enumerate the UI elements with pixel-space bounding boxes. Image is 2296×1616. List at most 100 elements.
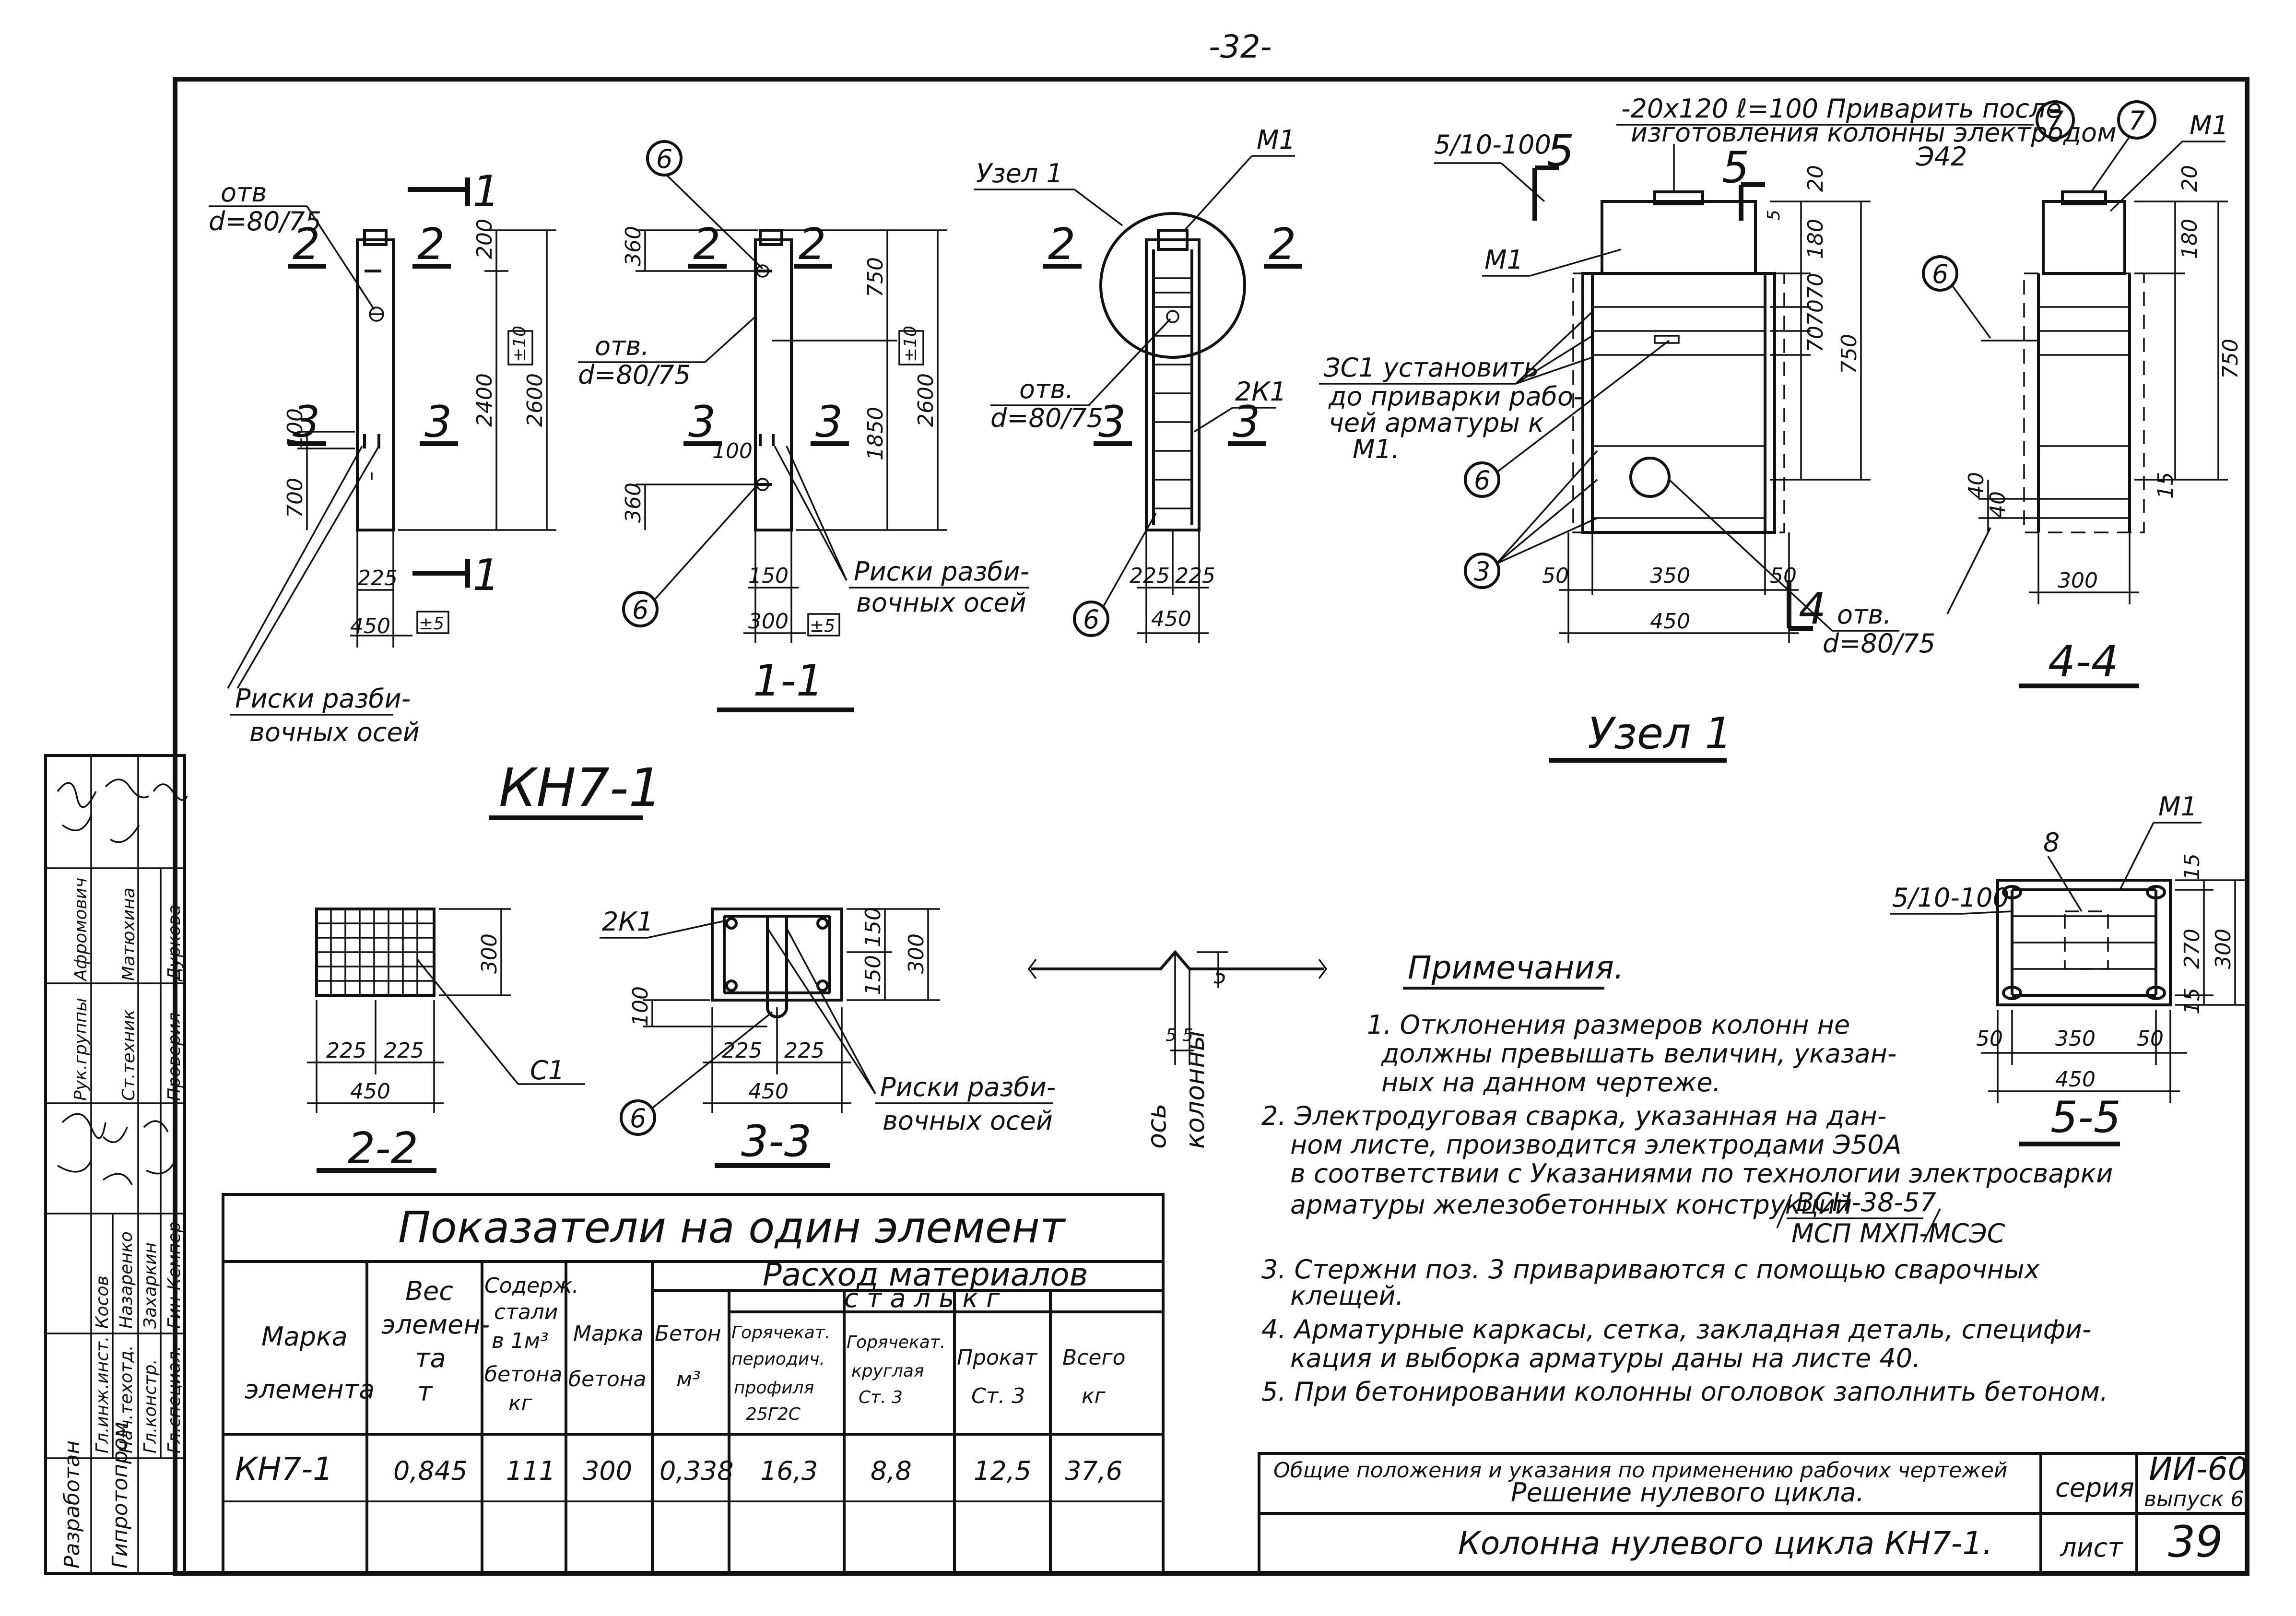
position-number: 6 [1474,465,1490,495]
dim: 700 [283,478,307,518]
side-dev: Разработан [60,1440,84,1569]
table-header: Ст. 3 [971,1384,1025,1408]
table-header: Бетон [655,1321,721,1346]
dim: 5 [1213,964,1227,989]
dim: 50 [2137,1026,2164,1051]
table-header: в 1м³ [492,1329,549,1353]
note-line: 5. При бетонировании колонны оголовок за… [1261,1377,2108,1407]
dim: 350 [2055,1026,2096,1051]
m1-label: М1 [2158,791,2197,822]
dim: 20 [1803,165,1828,192]
dim: 450 [350,614,390,638]
dim: 350 [1650,564,1690,588]
hole-dia: d=80/75 [1823,628,1935,659]
table-cell: 0,338 [659,1456,734,1486]
table-header: Ст. 3 [859,1388,903,1407]
section-mark: 3 [424,397,452,447]
m1-label: М1 [2190,110,2228,141]
axis-label: ось [1142,1103,1172,1149]
view-title-2-2: 2-2 [348,1123,418,1174]
stamp-sheet-label: лист [2060,1533,2123,1563]
table-header: кг [508,1391,533,1415]
position-callout-6 [1464,461,1500,498]
dim: 750 [863,257,888,297]
table-header: Прокат [957,1345,1037,1370]
note-line: кация и выборка арматуры даны на листе 4… [1290,1343,1920,1373]
note-line: 3. Стержни поз. 3 привариваются с помощь… [1261,1254,2040,1285]
side-role: Гл.специал. [165,1346,184,1453]
section-mark: 3 [1098,397,1126,447]
hole-dia: d=80/75 [990,403,1103,433]
side-name: Матюхина [119,887,139,981]
section-mark: 2 [693,219,720,270]
table-header: Расход материалов [763,1256,1088,1293]
s1-note: до приварки рабо- [1328,381,1582,412]
stamp-series-value: ИИ-60 [2149,1451,2248,1487]
section-mark: 2 [1048,219,1075,270]
table-cell: 300 [583,1456,632,1486]
side-role: Ст.техник [119,1009,139,1101]
axis-label: колонны [1180,1031,1210,1149]
position-number: 6 [632,595,648,625]
note-line: 2. Электродуговая сварка, указанная на д… [1261,1101,1886,1131]
dim: 150 [748,564,789,588]
hole-dia: d=80/75 [578,360,691,390]
dim: 450 [350,1079,390,1104]
table-header: кг [1082,1384,1106,1408]
section-mark: 1 [472,550,500,601]
table-header: м³ [676,1367,701,1392]
dim: 50 [1542,564,1569,588]
view-title-main: КН7-1 [499,757,662,818]
dim: 300 [748,609,789,634]
plate-note: -20х120 ℓ=100 Приварить после [1621,94,2062,124]
node-label: Узел 1 [976,158,1063,189]
dim: 300 [2211,929,2236,969]
hole-label: отв [221,177,267,208]
table-header: т [417,1377,433,1407]
dim: 750 [1837,334,1861,374]
dim: 225 [1175,564,1215,588]
dim: 450 [1650,609,1690,634]
s1-note: ЗС1 установить [1324,353,1539,383]
table-header: Всего [1062,1345,1125,1370]
dim: 450 [748,1079,789,1104]
section-mark: 1 [472,166,500,217]
dim: 2600 [914,373,938,427]
dim: 750 [2218,339,2243,379]
position-number: 6 [656,144,672,174]
dim: 15 [2154,472,2178,499]
dim: 225 [784,1038,824,1063]
m1-label: М1 [1257,125,1295,155]
side-org: Гипротопром [108,1422,132,1569]
position-number: 3 [1474,556,1490,587]
stamp-title: Колонна нулевого цикла КН7-1. [1458,1525,1992,1562]
dim: 70 [1803,326,1828,353]
section-mark: 5 [1547,126,1574,176]
stamp-issue: выпуск 6 [2144,1487,2244,1511]
marks-label: вочных осей [883,1106,1053,1136]
table-header: элемен- [381,1309,490,1340]
table-header: периодич. [731,1349,825,1369]
note-line: МСП МХП-МСЭС [1791,1218,2005,1249]
dim: 300 [477,933,502,974]
marks-label: вочных осей [249,717,420,747]
stamp-general: Решение нулевого цикла. [1511,1477,1864,1508]
table-header: Вес [405,1276,453,1306]
dim: 15 [2180,853,2204,880]
section-mark: 2 [417,219,445,270]
position-callout-6 [622,591,659,627]
section-mark: 3 [293,397,320,447]
title-block: Общие положения и указания по применению… [1258,1451,2249,1575]
side-name: Назаренко [117,1231,136,1329]
position-number: 6 [1083,604,1099,635]
dim: 225 [384,1038,424,1063]
side-role: Нач.техотд. [117,1345,136,1453]
dim: ±5 [810,616,835,636]
view-section-5-5: 5/10-100 8 М1 15 270 300 15 50 350 50 45… [1890,791,2245,1146]
note-line: арматуры железобетонных конструкций [1290,1190,1852,1220]
dim: 2600 [523,373,547,427]
dim: 180 [2178,219,2202,259]
side-name: Гин [165,1297,184,1329]
dim: 15 [2180,988,2204,1014]
dim: 70 [1803,273,1828,300]
